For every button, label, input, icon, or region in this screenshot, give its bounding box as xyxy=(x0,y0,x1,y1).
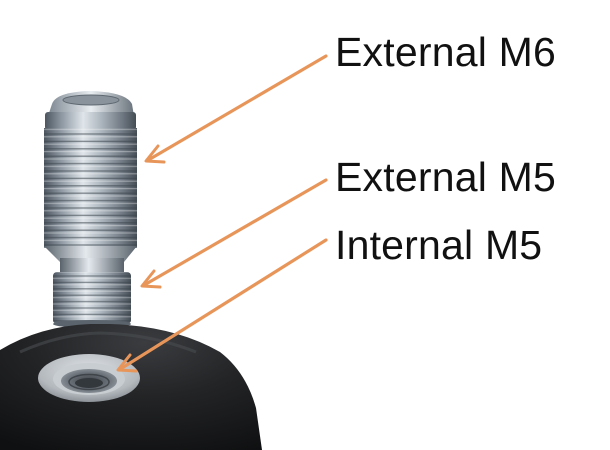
threaded-stud-icon xyxy=(44,91,137,328)
stud-m6-thread-lines xyxy=(44,128,137,248)
insert-hole-thread xyxy=(68,373,110,391)
knob-with-threaded-insert-icon xyxy=(0,324,262,450)
arrowhead-external-m5 xyxy=(140,269,162,289)
callout-label-external-m5: External M5 xyxy=(335,154,556,200)
stud-shank xyxy=(60,258,124,276)
leader-line-internal-m5 xyxy=(120,238,328,370)
leader-line-external-m5 xyxy=(144,178,328,286)
insert-hole-thread-2 xyxy=(75,378,103,388)
leader-lines xyxy=(116,54,328,373)
leader-line-external-m6 xyxy=(148,54,328,161)
stud-m5-thread-lines xyxy=(53,272,131,324)
stud-slot xyxy=(62,94,120,106)
callout-label-external-m6: External M6 xyxy=(335,29,556,75)
arrowhead-external-m6 xyxy=(144,144,166,164)
arrowhead-internal-m5 xyxy=(116,353,138,373)
knob-highlight xyxy=(19,331,197,354)
stud-chamfer xyxy=(45,112,136,130)
callout-label-internal-m5: Internal M5 xyxy=(335,222,543,268)
